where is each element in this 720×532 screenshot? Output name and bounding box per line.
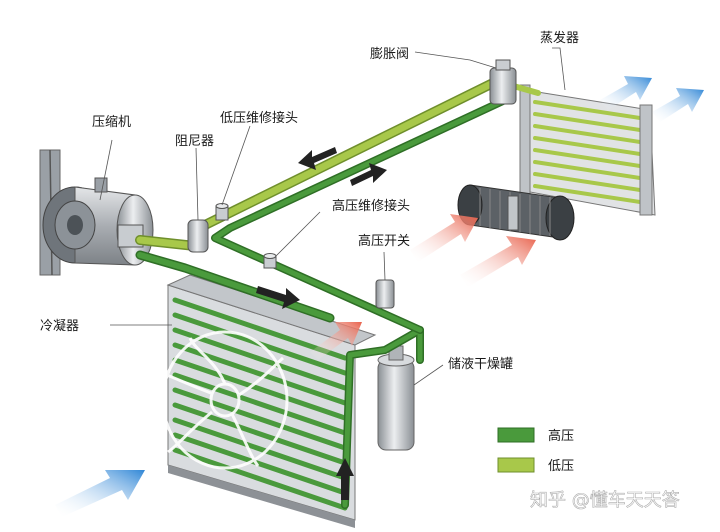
legend-swatch-high [497,427,535,443]
watermark: 知乎 @懂车天天答 [530,490,680,512]
high-pressure-lines [135,96,509,509]
flow-arrow-suction [298,147,337,170]
hot-air-arrows [310,214,536,360]
label-evaporator: 蒸发器 [540,30,579,46]
legend: 高压 低压 [497,427,574,474]
evaporator-tubes [533,100,642,204]
high-pressure-switch [375,279,395,309]
leader-lines [99,47,566,386]
evaporator [519,84,656,216]
legend-label-high: 高压 [548,428,574,444]
receiver-dryer [377,345,415,451]
label-expansion-valve: 膨胀阀 [370,47,409,62]
flow-arrow-up [336,458,354,500]
blower [457,184,575,241]
low-pressure-service-port [215,203,229,221]
flow-arrow-discharge [256,286,300,309]
condenser-fan [161,330,289,470]
cool-air-arrows [55,76,704,517]
compressor [39,149,154,276]
label-high-pressure-switch: 高压开关 [358,233,410,249]
expansion-valve [489,59,517,105]
label-receiver-dryer: 储液干燥罐 [448,357,513,372]
label-low-pressure-port: 低压维修接头 [220,110,298,126]
legend-label-low: 低压 [548,459,574,474]
high-pressure-service-port [263,253,277,269]
flow-arrow-liquid [350,163,387,186]
flow-direction-arrows [256,147,387,500]
label-damper: 阻尼器 [175,134,214,149]
watermark-text: 知乎 @懂车天天答 [530,490,680,511]
component-labels: 蒸发器 膨胀阀 压缩机 低压维修接头 阻尼器 高压维修接头 高压开关 冷凝器 储… [40,30,579,372]
damper [187,219,209,253]
label-high-pressure-port: 高压维修接头 [332,198,410,214]
condenser [161,274,377,528]
legend-swatch-low [497,457,535,473]
label-compressor: 压缩机 [92,114,131,130]
label-condenser: 冷凝器 [40,318,79,334]
